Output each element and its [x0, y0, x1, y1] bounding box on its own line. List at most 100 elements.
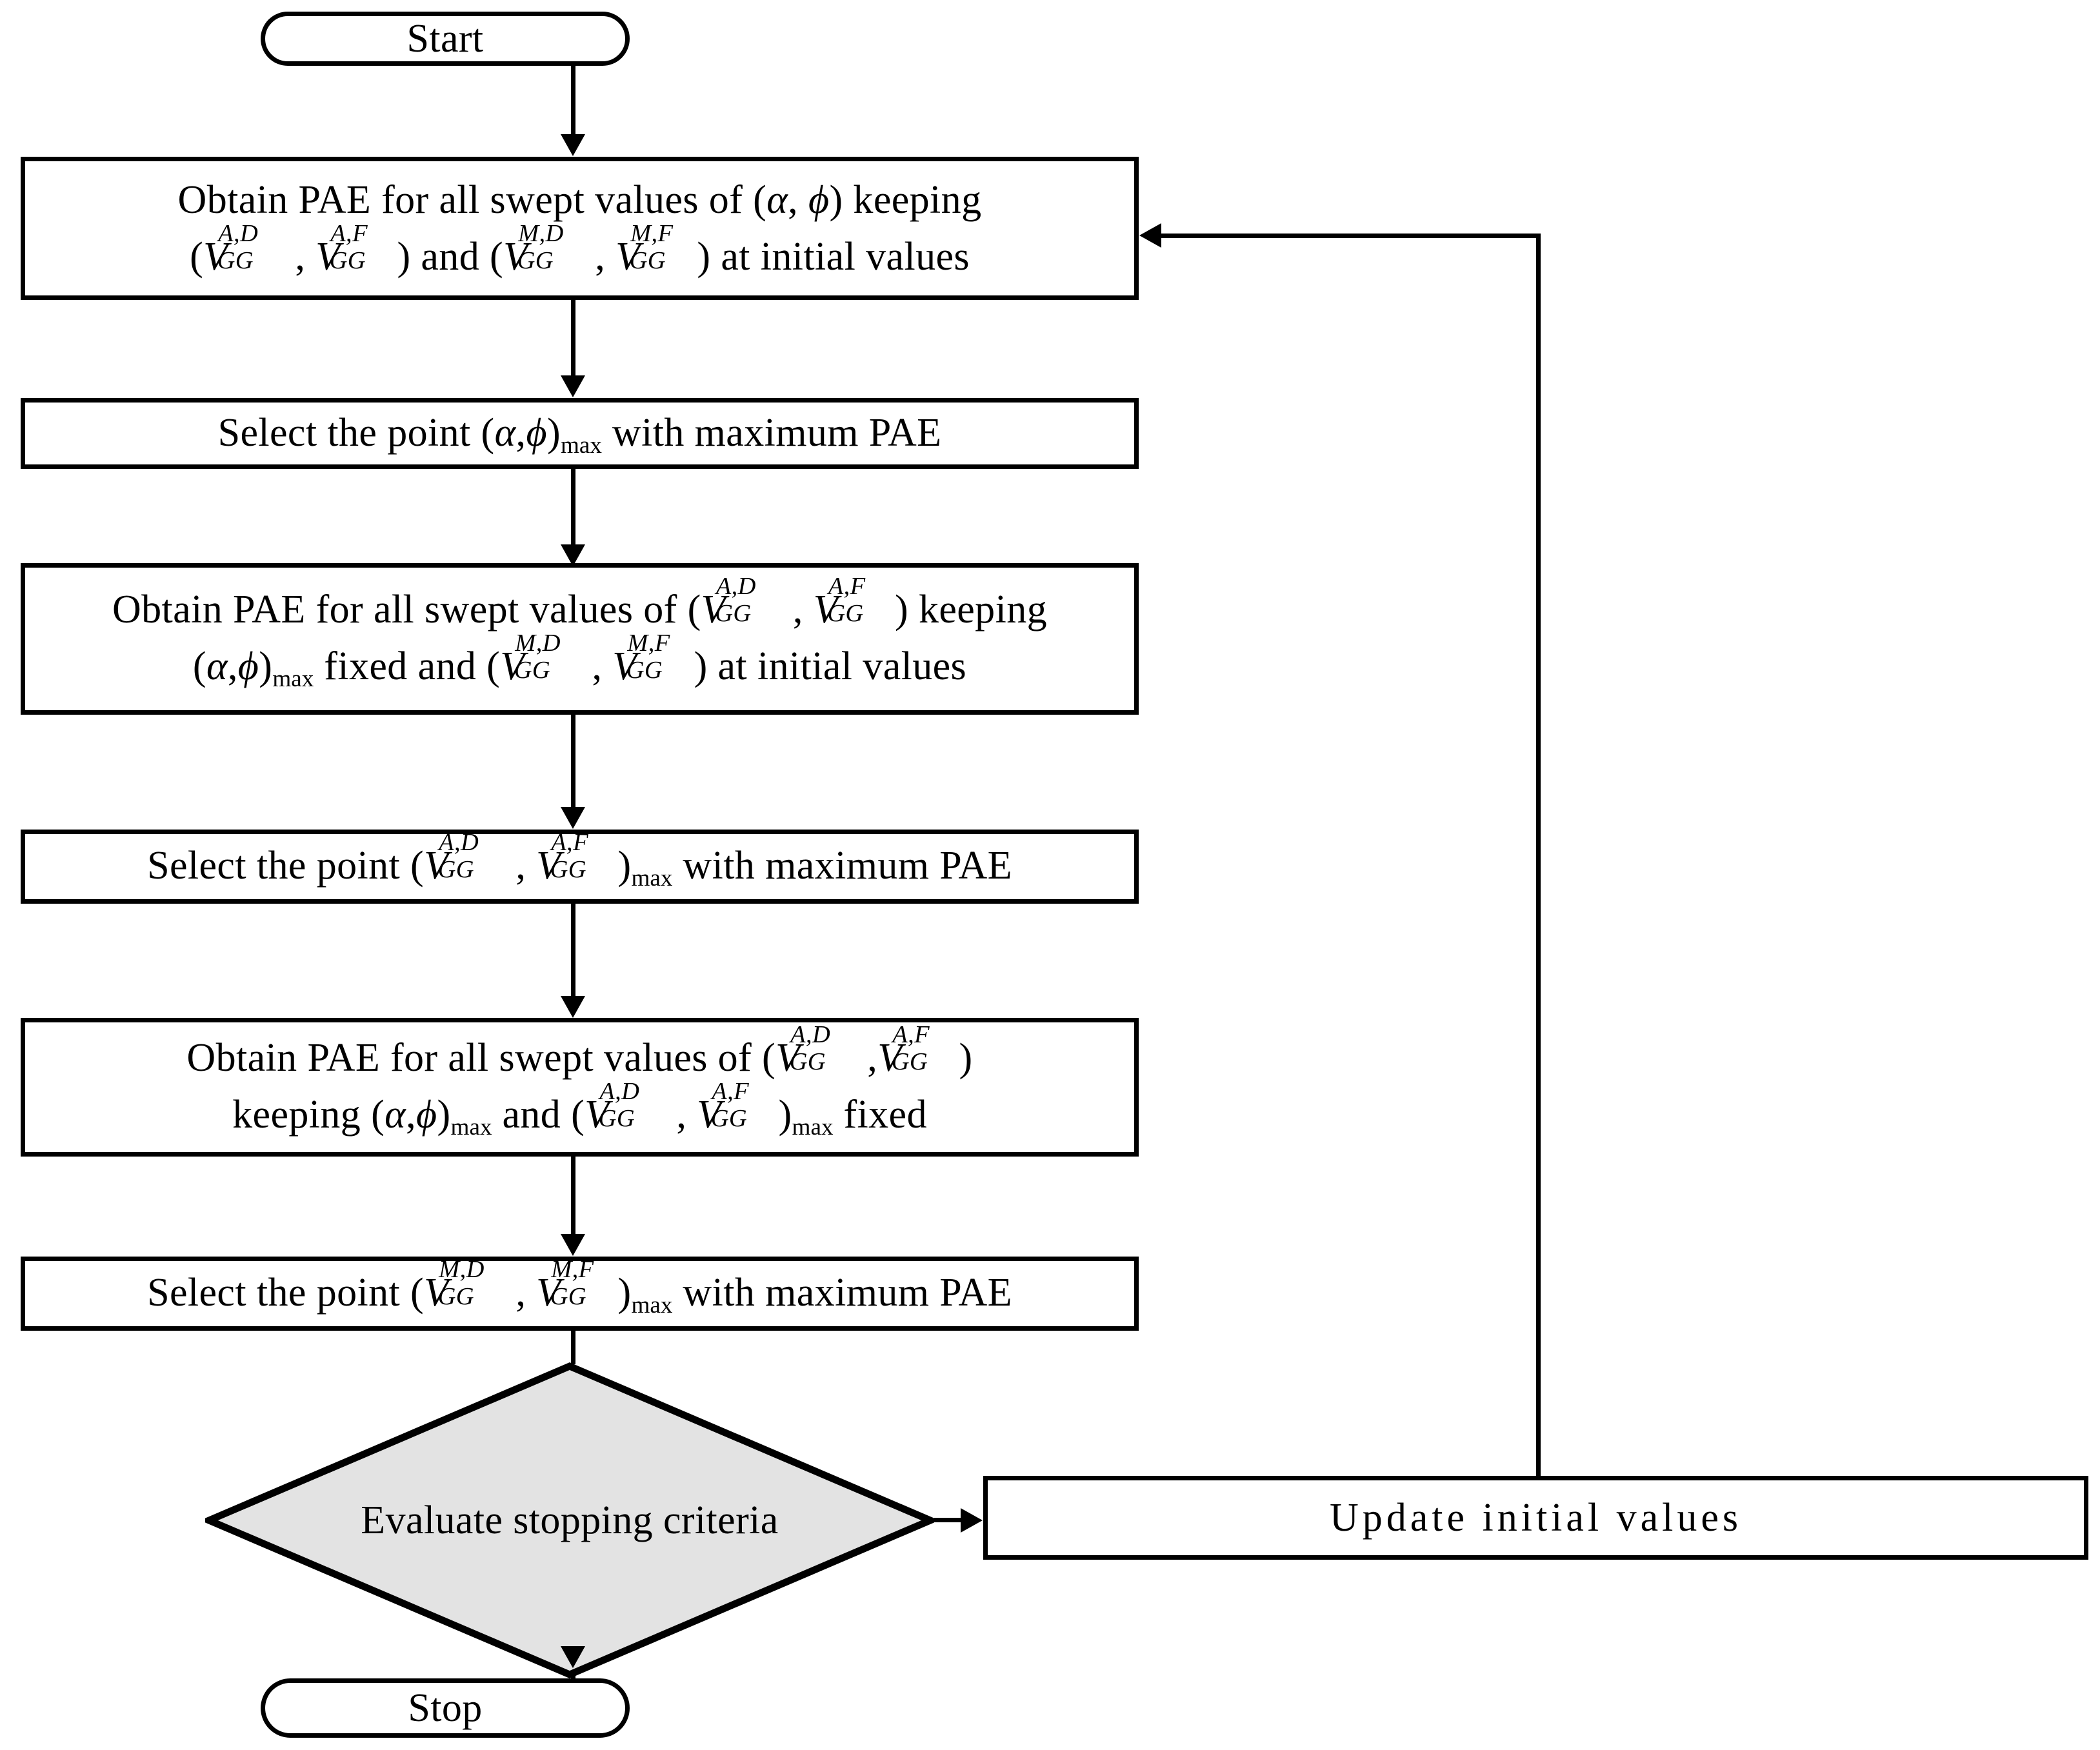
math-alpha: α	[766, 177, 788, 222]
math-subscript-max: max	[631, 1292, 673, 1319]
edge-evaluate-stopping-criteria-to-update-initial-values	[934, 1518, 965, 1522]
edge-start-to-obtain-pae-alpha-phi	[571, 66, 575, 137]
text-fragment: )	[617, 844, 632, 888]
node-update-initial-values-label: Update initial values	[1329, 1495, 1743, 1540]
text-fragment: ,	[285, 235, 316, 279]
arrowhead-down-icon	[561, 1234, 585, 1256]
text-fragment: ,	[857, 1035, 878, 1080]
node-stop-label: Stop	[408, 1685, 483, 1730]
text-fragment: fixed	[833, 1093, 927, 1137]
arrowhead-down-icon	[561, 544, 585, 566]
text-fragment: Obtain PAE for all swept values of (	[186, 1035, 776, 1080]
text-fragment: Select the point (	[217, 410, 495, 455]
node-start[interactable]: Start	[261, 12, 630, 66]
node-update-initial-values[interactable]: Update initial values	[983, 1476, 2088, 1560]
node-obtain-pae-alpha-phi[interactable]: Obtain PAE for all swept values of (α, ϕ…	[21, 157, 1139, 300]
node-stop[interactable]: Stop	[261, 1678, 630, 1738]
text-fragment: )	[959, 1035, 973, 1080]
node-evaluate-stopping-criteria[interactable]: Evaluate stopping criteria	[205, 1362, 934, 1678]
arrowhead-right-icon	[961, 1508, 983, 1533]
edge-select-vgg-m-max-to-evaluate-stopping-criteria	[571, 1331, 575, 1364]
text-fragment: ,	[585, 235, 616, 279]
arrowhead-left-icon	[1139, 223, 1161, 248]
text-fragment: with maximum PAE	[672, 1271, 1012, 1315]
text-fragment: keeping (	[232, 1093, 385, 1137]
text-fragment: ,	[515, 410, 526, 455]
text-fragment: ,	[788, 177, 808, 222]
edge-obtain-pae-vgg-a-to-select-vgg-a-max	[571, 715, 575, 810]
math-phi: ϕ	[526, 410, 547, 455]
math-subscript-max: max	[450, 1114, 492, 1141]
text-fragment: (	[192, 644, 206, 689]
text-fragment: ,	[782, 587, 814, 631]
math-subscript-max: max	[792, 1114, 834, 1141]
text-fragment: fixed and (	[314, 644, 501, 689]
text-fragment: with maximum PAE	[672, 844, 1012, 888]
edge-select-alpha-phi-max-to-obtain-pae-vgg-a	[571, 469, 575, 548]
text-fragment: Obtain PAE for all swept values of (	[112, 587, 701, 631]
text-fragment: )	[617, 1271, 632, 1315]
edge-obtain-pae-alpha-phi-to-select-alpha-phi-max	[571, 300, 575, 379]
text-fragment: )	[778, 1093, 792, 1137]
math-alpha: α	[494, 410, 516, 455]
math-alpha: α	[385, 1093, 406, 1137]
arrowhead-down-icon	[561, 807, 585, 829]
math-subscript-max: max	[561, 432, 603, 459]
edge-feedback-horizontal	[1161, 234, 1541, 238]
text-fragment: )	[259, 644, 273, 689]
text-fragment: and (	[492, 1093, 585, 1137]
text-fragment: (	[190, 235, 204, 279]
node-evaluate-stopping-criteria-label: Evaluate stopping criteria	[361, 1498, 779, 1542]
text-fragment: ,	[505, 844, 537, 888]
text-fragment: with maximum PAE	[602, 410, 942, 455]
text-fragment: ) at initial values	[694, 644, 967, 689]
edge-feedback-vertical	[1536, 234, 1541, 1478]
text-fragment: )	[437, 1093, 451, 1137]
edge-select-vgg-a-max-to-obtain-pae-vgg-m	[571, 904, 575, 999]
math-phi: ϕ	[237, 644, 259, 689]
text-fragment: ) at initial values	[697, 235, 970, 279]
arrowhead-down-icon	[561, 375, 585, 397]
diamond-shape-icon	[205, 1362, 934, 1678]
math-phi: ϕ	[416, 1093, 437, 1137]
text-fragment: ,	[406, 1093, 416, 1137]
text-fragment: ) keeping	[829, 177, 982, 222]
node-select-alpha-phi-max[interactable]: Select the point (α,ϕ)max with maximum P…	[21, 398, 1139, 469]
arrowhead-down-icon	[561, 1646, 585, 1668]
math-subscript-max: max	[272, 666, 314, 693]
edge-obtain-pae-vgg-m-to-select-vgg-m-max	[571, 1157, 575, 1237]
text-fragment: ,	[581, 644, 613, 689]
text-fragment: ) and (	[397, 235, 504, 279]
node-obtain-pae-alpha-phi-line1: Obtain PAE for all swept values of (α, ϕ…	[42, 172, 1117, 228]
text-fragment: Select the point (	[147, 1271, 425, 1315]
text-fragment: )	[546, 410, 561, 455]
math-phi: ϕ	[808, 177, 830, 222]
arrowhead-down-icon	[561, 996, 585, 1018]
text-fragment: Obtain PAE for all swept values of (	[177, 177, 767, 222]
text-fragment: ,	[227, 644, 238, 689]
